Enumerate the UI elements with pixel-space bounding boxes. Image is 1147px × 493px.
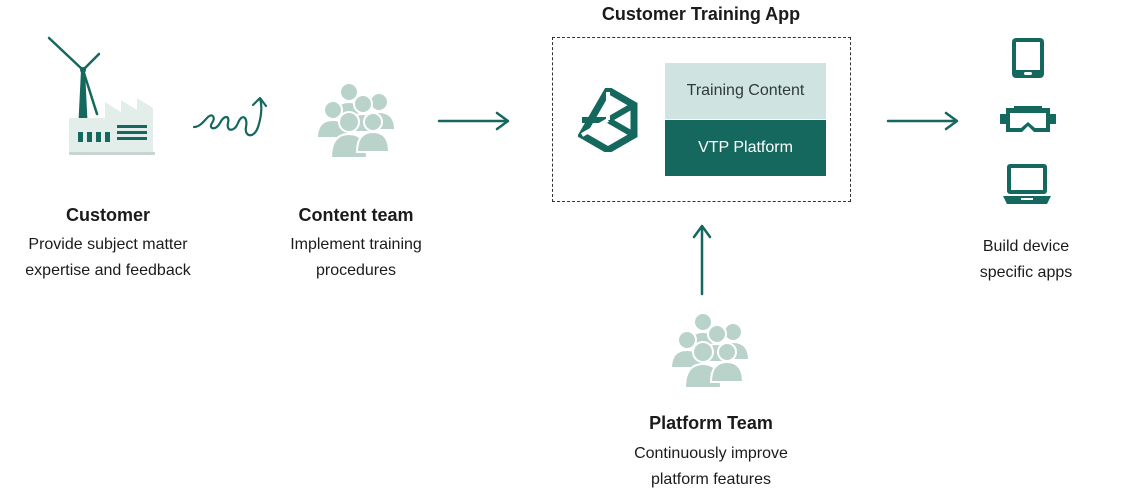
laptop-icon bbox=[1001, 162, 1053, 206]
arrow-right-icon bbox=[437, 111, 511, 131]
people-group-icon bbox=[667, 312, 755, 390]
arrow-right-icon bbox=[886, 111, 960, 131]
curly-arrow-icon bbox=[192, 95, 268, 145]
vtp-platform-block: VTP Platform bbox=[665, 120, 826, 176]
content-team-title: Content team bbox=[298, 205, 414, 225]
content-team-desc-line2: procedures bbox=[315, 262, 397, 279]
platform-team-desc-line1: Continuously improve bbox=[634, 445, 788, 462]
training-content-block: Training Content bbox=[665, 63, 826, 119]
customer-title: Customer bbox=[65, 205, 150, 225]
wind-turbine-factory-icon bbox=[45, 34, 160, 156]
app-title: Customer Training App bbox=[601, 4, 801, 24]
tablet-icon bbox=[1010, 36, 1046, 80]
customer-training-app-box bbox=[552, 37, 851, 202]
customer-desc-line2: expertise and feedback bbox=[25, 262, 191, 279]
vr-headset-icon bbox=[998, 104, 1058, 140]
arrow-up-icon bbox=[692, 224, 712, 296]
content-team-desc-line1: Implement training bbox=[290, 236, 422, 253]
platform-team-title: Platform Team bbox=[649, 413, 773, 433]
unity-logo-icon bbox=[578, 88, 638, 152]
devices-desc-line1: Build device bbox=[982, 238, 1070, 255]
people-group-icon bbox=[313, 82, 401, 160]
devices-desc-line2: specific apps bbox=[979, 264, 1073, 281]
platform-team-desc-line2: platform features bbox=[650, 471, 772, 488]
customer-desc-line1: Provide subject matter bbox=[28, 236, 188, 253]
